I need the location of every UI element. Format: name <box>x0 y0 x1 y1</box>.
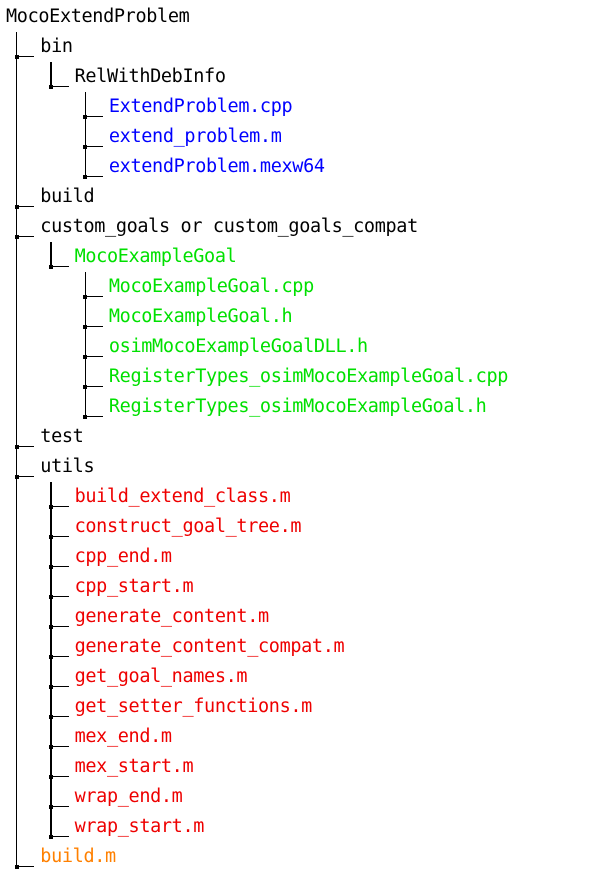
tree-file-label: cpp_end.m <box>74 546 172 567</box>
tree-node-dot <box>48 564 53 569</box>
tree-file-label: MocoExampleGoal.h <box>108 306 293 327</box>
tree-file-label: wrap_end.m <box>74 786 183 807</box>
tree-node-dot <box>14 474 19 479</box>
tree-node-dot <box>48 594 53 599</box>
tree-guide-line <box>50 482 52 837</box>
tree-connector-line <box>84 356 103 358</box>
tree-connector-line <box>50 806 69 808</box>
tree-node-dot <box>48 84 53 89</box>
tree-connector-line <box>16 476 35 478</box>
tree-folder-label: RelWithDebInfo <box>74 66 226 87</box>
tree-node-dot <box>83 114 88 119</box>
tree-folder-label: utils <box>40 456 95 477</box>
tree-node-dot <box>83 144 88 149</box>
tree-node-dot <box>48 654 53 659</box>
tree-guide-line <box>84 272 86 417</box>
tree-node-dot <box>83 324 88 329</box>
tree-node-dot <box>48 534 53 539</box>
tree-node-dot <box>83 414 88 419</box>
tree-connector-line <box>50 266 69 268</box>
tree-file-label: extend_problem.m <box>108 126 282 147</box>
tree-file-label: build_extend_class.m <box>74 486 291 507</box>
tree-guide-line <box>50 62 52 87</box>
tree-connector-line <box>50 656 69 658</box>
tree-node-dot <box>48 804 53 809</box>
tree-connector-line <box>84 146 103 148</box>
tree-connector-line <box>84 326 103 328</box>
tree-connector-line <box>50 536 69 538</box>
tree-connector-line <box>84 296 103 298</box>
tree-node-dot <box>48 684 53 689</box>
tree-node-dot <box>83 294 88 299</box>
tree-connector-line <box>50 86 69 88</box>
tree-file-label: mex_end.m <box>74 726 172 747</box>
tree-file-label: build.m <box>40 846 116 867</box>
tree-node-dot <box>48 624 53 629</box>
tree-connector-line <box>16 236 35 238</box>
tree-node-dot <box>48 714 53 719</box>
tree-file-label: wrap_start.m <box>74 816 205 837</box>
tree-node-dot <box>48 834 53 839</box>
tree-folder-label: bin <box>40 36 73 57</box>
tree-connector-line <box>50 596 69 598</box>
tree-connector-line <box>50 776 69 778</box>
tree-connector-line <box>84 116 103 118</box>
tree-connector-line <box>50 836 69 838</box>
tree-connector-line <box>84 416 103 418</box>
tree-connector-line <box>50 746 69 748</box>
tree-file-label: cpp_start.m <box>74 576 194 597</box>
tree-node-dot <box>48 504 53 509</box>
tree-folder-label: MocoExampleGoal <box>74 246 237 267</box>
tree-connector-line <box>16 866 35 868</box>
tree-connector-line <box>16 446 35 448</box>
tree-node-dot <box>48 264 53 269</box>
tree-file-label: MocoExampleGoal.cpp <box>108 276 314 297</box>
tree-guide-line <box>84 92 86 177</box>
tree-connector-line <box>50 506 69 508</box>
tree-node-dot <box>14 864 19 869</box>
tree-node-dot <box>83 174 88 179</box>
tree-root-label: MocoExtendProblem <box>6 6 190 27</box>
tree-file-label: RegisterTypes_osimMocoExampleGoal.cpp <box>108 366 509 387</box>
tree-file-label: construct_goal_tree.m <box>74 516 302 537</box>
tree-file-label: RegisterTypes_osimMocoExampleGoal.h <box>108 396 487 417</box>
tree-node-dot <box>14 444 19 449</box>
tree-connector-line <box>84 176 103 178</box>
tree-file-label: generate_content_compat.m <box>74 636 345 657</box>
tree-file-label: extendProblem.mexw64 <box>108 156 325 177</box>
tree-connector-line <box>50 566 69 568</box>
tree-guide-line <box>50 242 52 267</box>
tree-connector-line <box>50 716 69 718</box>
tree-file-label: generate_content.m <box>74 606 270 627</box>
tree-node-dot <box>83 354 88 359</box>
tree-node-dot <box>14 234 19 239</box>
tree-connector-line <box>16 206 35 208</box>
tree-file-label: mex_start.m <box>74 756 194 777</box>
tree-connector-line <box>16 56 35 58</box>
tree-node-dot <box>14 54 19 59</box>
tree-node-dot <box>83 384 88 389</box>
tree-connector-line <box>50 686 69 688</box>
tree-folder-label: custom_goals or custom_goals_compat <box>40 216 418 237</box>
tree-file-label: osimMocoExampleGoalDLL.h <box>108 336 368 357</box>
tree-file-label: get_setter_functions.m <box>74 696 313 717</box>
tree-folder-label: build <box>40 186 95 207</box>
tree-node-dot <box>48 774 53 779</box>
tree-file-label: get_goal_names.m <box>74 666 248 687</box>
tree-connector-line <box>50 626 69 628</box>
tree-file-label: ExtendProblem.cpp <box>108 96 293 117</box>
tree-connector-line <box>84 386 103 388</box>
tree-folder-label: test <box>40 426 84 447</box>
tree-guide-line <box>16 32 18 867</box>
tree-node-dot <box>48 744 53 749</box>
tree-node-dot <box>14 204 19 209</box>
